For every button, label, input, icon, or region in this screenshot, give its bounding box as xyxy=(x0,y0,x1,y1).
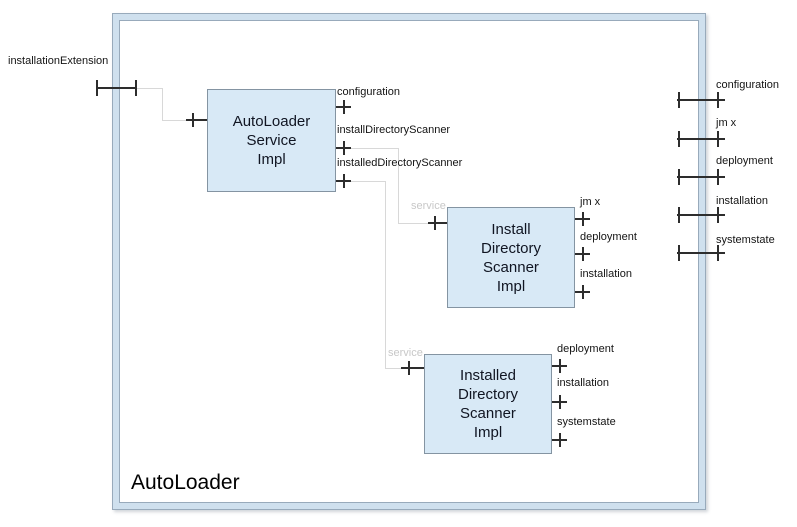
port-tick xyxy=(717,131,719,147)
port-tick xyxy=(582,212,584,226)
wire-segment xyxy=(398,148,399,224)
port-tick xyxy=(96,80,98,96)
frame-port-line xyxy=(677,252,725,254)
reference-label: configuration xyxy=(337,86,400,98)
component-name: Installed Directory Scanner Impl xyxy=(457,367,518,441)
service-label: service xyxy=(388,347,423,359)
component-auto-loader-service-impl[interactable]: AutoLoader Service Impl xyxy=(207,89,336,192)
wire-segment xyxy=(398,223,429,224)
frame-port-line xyxy=(677,214,725,216)
port-tick xyxy=(559,395,561,409)
component-install-directory-scanner-impl[interactable]: Install Directory Scanner Impl xyxy=(447,207,575,308)
frame-port-line xyxy=(97,87,137,89)
reference-label: installation xyxy=(557,377,609,389)
port-tick xyxy=(582,247,584,261)
port-tick xyxy=(559,433,561,447)
composite-frame-inner xyxy=(119,20,699,503)
wire-segment xyxy=(351,148,398,149)
port-tick xyxy=(678,169,680,185)
port-tick xyxy=(343,100,345,114)
port-tick xyxy=(678,131,680,147)
port-tick xyxy=(717,207,719,223)
reference-label: jm x xyxy=(580,196,601,208)
component-name: AutoLoader Service Impl xyxy=(232,113,311,168)
port-tick xyxy=(434,216,436,230)
wire-segment xyxy=(162,88,163,121)
port-tick xyxy=(192,113,194,127)
reference-label: systemstate xyxy=(557,416,616,428)
port-tick xyxy=(717,92,719,108)
wire-segment xyxy=(385,181,386,369)
frame-port-label: configuration xyxy=(716,79,779,91)
reference-label: installedDirectoryScanner xyxy=(337,157,463,169)
service-port-line xyxy=(428,222,447,224)
component-installed-directory-scanner-impl[interactable]: Installed Directory Scanner Impl xyxy=(424,354,552,454)
component-name: Install Directory Scanner Impl xyxy=(480,220,541,295)
reference-label: deployment xyxy=(557,343,614,355)
frame-port-line xyxy=(677,99,725,101)
frame-port-line xyxy=(677,138,725,140)
frame-port-label: jm x xyxy=(716,117,737,129)
external-reference-label: installationExtension xyxy=(8,55,109,67)
service-port-line xyxy=(186,119,207,121)
composite-frame xyxy=(112,13,706,510)
frame-port-line xyxy=(677,176,725,178)
service-port-line xyxy=(401,367,424,369)
composite-title: AutoLoader xyxy=(131,471,240,494)
wire-segment xyxy=(351,181,385,182)
port-tick xyxy=(717,245,719,261)
port-tick xyxy=(678,207,680,223)
reference-label: deployment xyxy=(580,231,637,243)
port-tick xyxy=(343,141,345,155)
wire-segment xyxy=(137,88,162,89)
frame-port-label: deployment xyxy=(716,155,773,167)
port-tick xyxy=(678,92,680,108)
port-tick xyxy=(717,169,719,185)
wire-segment xyxy=(162,120,186,121)
port-tick xyxy=(408,361,410,375)
reference-label: installDirectoryScanner xyxy=(337,124,451,136)
frame-port-label: installation xyxy=(716,195,768,207)
port-tick xyxy=(135,80,137,96)
port-tick xyxy=(559,359,561,373)
port-tick xyxy=(343,174,345,188)
frame-port-label: systemstate xyxy=(716,234,775,246)
service-label: service xyxy=(411,200,446,212)
reference-label: installation xyxy=(580,268,632,280)
port-tick xyxy=(678,245,680,261)
port-tick xyxy=(582,285,584,299)
wire-segment xyxy=(385,368,402,369)
